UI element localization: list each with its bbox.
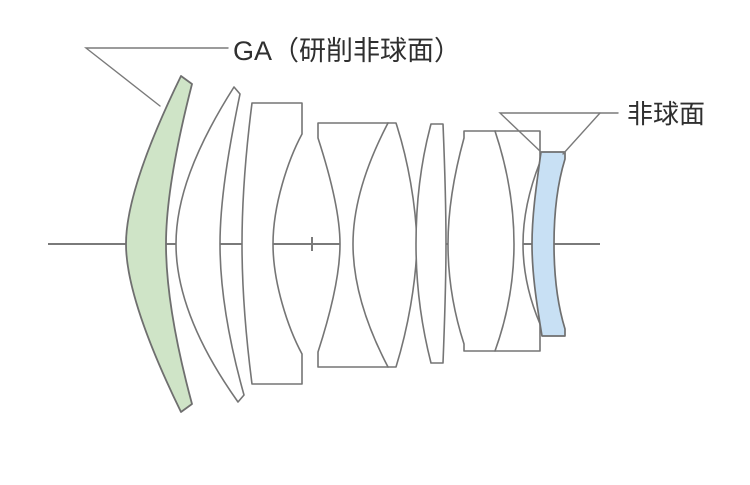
ga-aspherical-lens-element [125,75,193,413]
aspherical-label-leader-line [498,112,619,153]
aspherical-label: 非球面 [627,99,705,129]
lens-doublet-7-8 [447,130,541,352]
cemented-surface-4-5 [352,122,389,368]
lens-element-6 [415,123,447,364]
cemented-surface-7-8 [494,130,515,352]
lens-element-2 [175,86,245,403]
ga-aspherical-label: GA（研削非球面） [233,36,461,66]
aspherical-lens-element [531,151,566,337]
lens-doublet-4-5 [317,122,418,368]
lens-element-3 [241,102,303,385]
ga-label-leader-line [83,47,229,107]
aspherical-label-leader-line-2 [562,112,601,155]
